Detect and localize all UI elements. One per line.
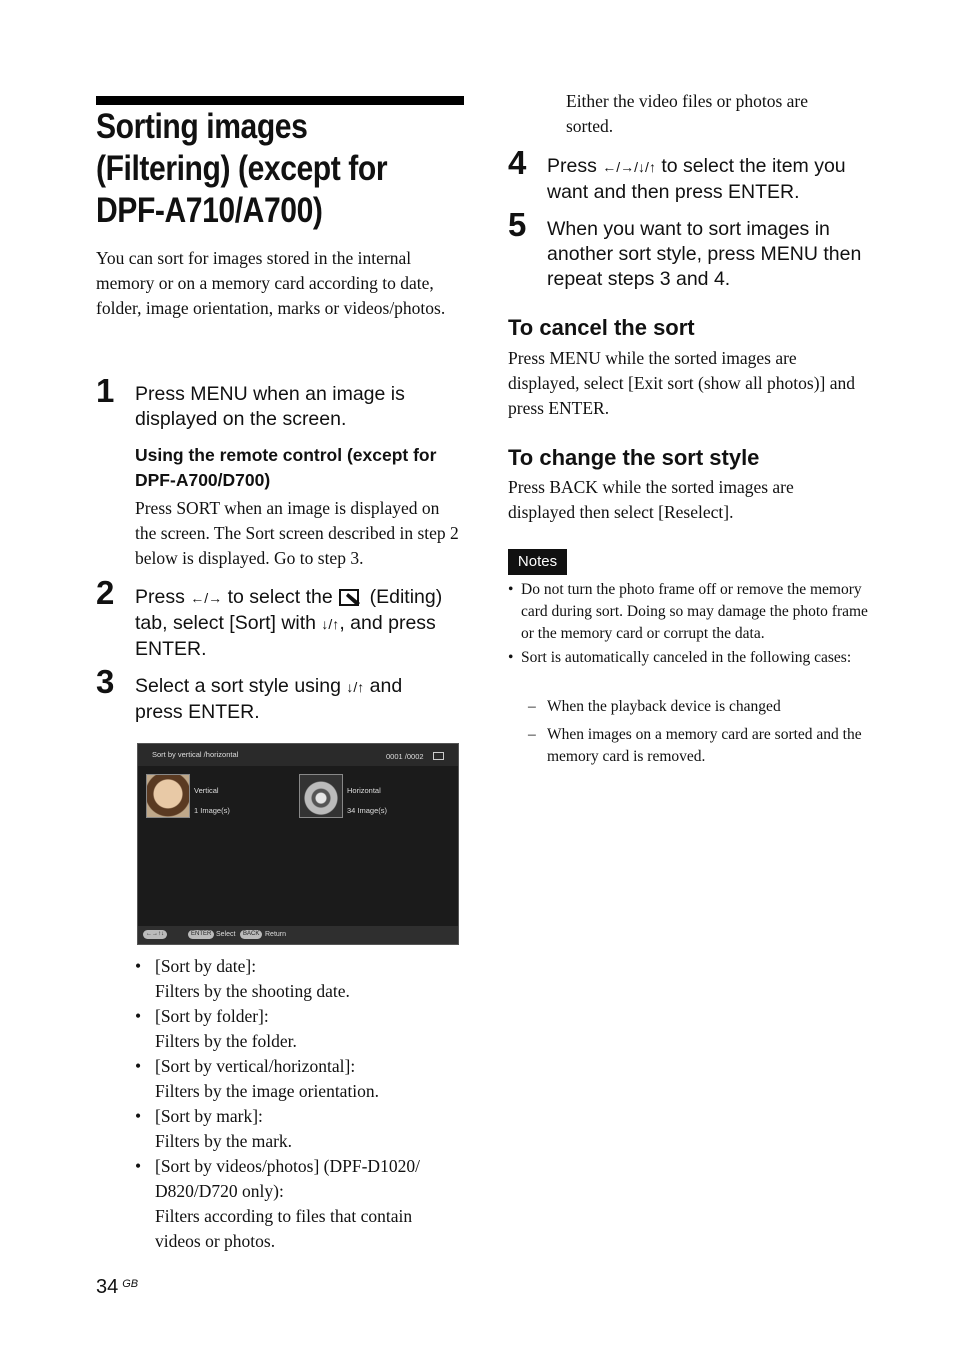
- step-3-text: Select a sort style using ↓/↑ and press …: [135, 674, 470, 725]
- screen-footer: ←→↑↓ ENTER Select BACK Return: [138, 926, 458, 944]
- title-line: Sorting images: [96, 107, 308, 146]
- arrow-down-up-icon: ↓/↑: [321, 616, 340, 632]
- step-number-1: 1: [96, 372, 115, 409]
- list-item: •[Sort by folder]:Filters by the folder.: [135, 1004, 465, 1054]
- option-desc: Filters according to files that contain …: [155, 1206, 413, 1251]
- arrow-left-right-icon: ←/→: [190, 590, 223, 606]
- screen-enter-badge: ENTER: [188, 930, 215, 939]
- step-3-pre: Select a sort style using: [135, 675, 341, 697]
- screen-select-label: Select: [216, 931, 236, 938]
- notes-badge: Notes: [508, 549, 567, 575]
- step-3-post: and: [369, 675, 403, 697]
- vertical-count: 1 Image(s): [194, 806, 230, 815]
- screen-mode-icon: [433, 752, 444, 760]
- horizontal-thumbnail: [299, 774, 343, 818]
- remote-heading: Using the remote control (except for DPF…: [135, 445, 437, 490]
- screen-return-label: Return: [265, 931, 287, 938]
- option-name: [Sort by date]:: [155, 956, 257, 976]
- screen-header: Sort by vertical /horizontal 0001 /0002: [138, 744, 458, 766]
- screen-back-badge: BACK: [240, 930, 263, 939]
- step-4-text: Press ←/→/↓/↑ to select the item you wan…: [547, 154, 887, 205]
- cancel-body: Press MENU while the sorted images are d…: [508, 348, 856, 418]
- option-desc: Filters by the folder.: [155, 1031, 297, 1051]
- step-2-line3: ENTER.: [135, 638, 207, 660]
- remote-body: Press SORT when an image is displayed on…: [135, 498, 459, 568]
- change-body: Press BACK while the sorted images are d…: [508, 477, 794, 522]
- step-number-5: 5: [508, 206, 527, 243]
- arrow-all-icon: ←/→/↓/↑: [602, 159, 656, 175]
- editing-tab-icon: [339, 589, 361, 606]
- step-4-line2: want and then press ENTER.: [547, 181, 800, 203]
- list-item: •[Sort by mark]:Filters by the mark.: [135, 1104, 465, 1154]
- list-item: •[Sort by vertical/horizontal]:Filters b…: [135, 1054, 465, 1104]
- step-4-pre: Press: [547, 155, 597, 177]
- option-name: [Sort by videos/photos] (DPF-D1020/ D820…: [155, 1156, 420, 1201]
- step-2-pre: Press: [135, 586, 185, 608]
- page-title: Sorting images (Filtering) (except for D…: [96, 106, 466, 232]
- note-subtext: When images on a memory card are sorted …: [547, 726, 862, 765]
- intro-paragraph: You can sort for images stored in the in…: [96, 248, 446, 318]
- vertical-label: Vertical: [194, 786, 219, 795]
- list-item: •[Sort by videos/photos] (DPF-D1020/ D82…: [135, 1154, 455, 1254]
- title-line: DPF-A710/A700): [96, 191, 323, 230]
- step-2-line2a: tab, select [Sort] with: [135, 612, 316, 634]
- step-number-4: 4: [508, 144, 527, 181]
- option-desc: Filters by the mark.: [155, 1131, 293, 1151]
- screen-title: Sort by vertical /horizontal: [152, 750, 239, 759]
- screen-arrows-icon: ←→↑↓: [143, 930, 167, 939]
- note-item: •Do not turn the photo frame off or remo…: [508, 581, 868, 642]
- step-4-post: to select the item you: [661, 155, 846, 177]
- note-subitem: –When images on a memory card are sorted…: [528, 726, 862, 765]
- step-2-mid: to select the: [227, 586, 333, 608]
- page-number-value: 34: [96, 1276, 119, 1298]
- option-desc: Filters by the shooting date.: [155, 981, 350, 1001]
- step-2-editing: (Editing): [369, 586, 443, 608]
- step-2-line2b: , and press: [339, 612, 436, 634]
- change-heading: To change the sort style: [508, 445, 760, 470]
- note-text: Do not turn the photo frame off or remov…: [521, 581, 868, 642]
- note-subitem: –When the playback device is changed: [528, 698, 781, 715]
- step-1-text: Press MENU when an image is displayed on…: [135, 383, 405, 430]
- note-text: Sort is automatically canceled in the fo…: [521, 649, 852, 666]
- sort-options-list: •[Sort by date]:Filters by the shooting …: [135, 954, 465, 1254]
- title-rule: [96, 96, 464, 105]
- step-number-2: 2: [96, 574, 115, 611]
- cancel-heading: To cancel the sort: [508, 315, 695, 340]
- continued-text: Either the video files or photos are sor…: [566, 91, 809, 136]
- step-2-text: Press ←/→ to select the (Editing) tab, s…: [135, 585, 470, 662]
- step-5-text: When you want to sort images in another …: [547, 218, 862, 290]
- option-name: [Sort by mark]:: [155, 1106, 263, 1126]
- vertical-thumbnail: [146, 774, 190, 818]
- page-suffix: GB: [122, 1278, 139, 1290]
- step-3-line2: press ENTER.: [135, 701, 260, 723]
- note-subtext: When the playback device is changed: [547, 698, 781, 715]
- arrow-down-up-icon: ↓/↑: [346, 679, 365, 695]
- list-item: •[Sort by date]:Filters by the shooting …: [135, 954, 465, 1004]
- title-line: (Filtering) (except for: [96, 149, 388, 188]
- sort-screen-image: Sort by vertical /horizontal 0001 /0002 …: [137, 743, 459, 945]
- horizontal-count: 34 Image(s): [347, 806, 388, 815]
- step-number-3: 3: [96, 663, 115, 700]
- option-desc: Filters by the image orientation.: [155, 1081, 380, 1101]
- option-name: [Sort by folder]:: [155, 1006, 269, 1026]
- screen-count: 0001 /0002: [386, 752, 424, 761]
- horizontal-label: Horizontal: [347, 786, 381, 795]
- note-item: •Sort is automatically canceled in the f…: [508, 649, 852, 666]
- option-name: [Sort by vertical/horizontal]:: [155, 1056, 356, 1076]
